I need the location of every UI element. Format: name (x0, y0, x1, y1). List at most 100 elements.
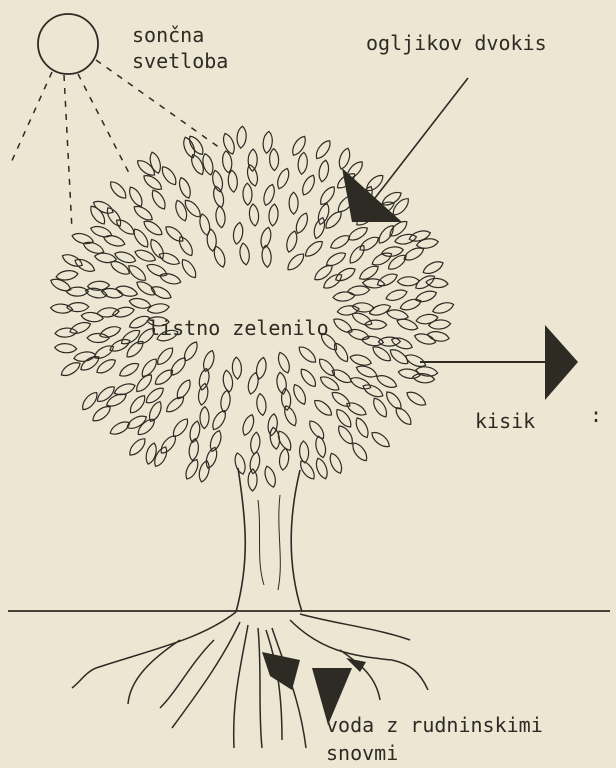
leaf (222, 370, 234, 393)
leaf (158, 433, 179, 456)
sun-rays (10, 60, 220, 230)
leaf (312, 216, 327, 240)
leaf (255, 357, 268, 380)
leaf (54, 343, 77, 353)
leaf (318, 374, 341, 394)
co2-pointer-line (375, 78, 468, 198)
sun-icon (38, 14, 98, 74)
leaf (421, 259, 445, 277)
water-label-line1: voda z rudninskimi (326, 714, 543, 736)
leaf (246, 372, 260, 396)
carbon-dioxide-label: ogljikov dvokis (366, 32, 547, 54)
leaf (243, 183, 253, 205)
oxygen-arrowhead (545, 325, 578, 400)
leaf (278, 448, 290, 471)
leaf (148, 237, 167, 261)
leaf (59, 359, 82, 378)
leaf (133, 247, 157, 264)
leaf (164, 394, 187, 415)
water-label-line2: snovmi (326, 742, 398, 764)
leaf (347, 243, 368, 266)
leaf (275, 167, 292, 191)
leaf (133, 372, 154, 394)
tree-canopy (49, 126, 455, 491)
leaf (143, 385, 166, 406)
leaf (211, 185, 225, 209)
sunlight-label-line1: sončna (132, 24, 204, 46)
leaf (239, 242, 251, 265)
leaf (261, 183, 276, 207)
leaf (204, 446, 219, 470)
leaf (314, 457, 330, 481)
leaf (158, 271, 182, 286)
leaf (159, 164, 179, 187)
oxygen-colon: : (590, 404, 602, 426)
leaf (113, 249, 137, 265)
leaf (297, 458, 317, 481)
leaf (415, 313, 438, 325)
leaf (104, 205, 124, 228)
tree-trunk (236, 468, 302, 612)
leaf (350, 440, 370, 463)
leaf (431, 300, 455, 315)
leaf (313, 138, 333, 161)
leaf (127, 436, 149, 458)
leaf (248, 204, 259, 227)
sunlight-label-line2: svetloba (132, 50, 228, 72)
leaf (197, 460, 211, 484)
leaf (145, 261, 169, 279)
leaf (176, 234, 195, 257)
leaf (388, 346, 411, 366)
leaf (405, 389, 428, 408)
leaf (73, 256, 97, 274)
leaf (61, 252, 85, 270)
leaf (331, 316, 354, 336)
leaf (256, 393, 268, 416)
leaf (337, 147, 352, 171)
leaf (210, 408, 229, 432)
leaf (115, 284, 139, 299)
leaf (221, 132, 237, 156)
leaf (81, 311, 104, 323)
leaf (361, 335, 384, 347)
leaf (312, 397, 335, 418)
leaf (78, 353, 101, 373)
leaf (173, 199, 189, 223)
leaf (158, 250, 182, 267)
leaf (349, 353, 373, 368)
leaf (132, 203, 155, 223)
leaf (188, 420, 202, 443)
leaf (107, 179, 129, 201)
leaf (88, 204, 108, 227)
leaf (393, 405, 414, 428)
leaf (71, 231, 95, 246)
leaf (291, 383, 309, 407)
leaf (168, 355, 189, 378)
leaf (68, 320, 92, 336)
leaf (197, 367, 210, 390)
leaf (220, 390, 232, 413)
leaf (144, 442, 159, 466)
leaf (328, 233, 352, 252)
leaf (269, 148, 279, 170)
leaf (87, 333, 109, 342)
leaf (233, 452, 248, 476)
leaf (215, 205, 226, 228)
leaf (268, 204, 279, 227)
leaf (385, 288, 409, 303)
leaf (345, 400, 369, 418)
leaf (66, 287, 88, 296)
leaf (179, 257, 199, 280)
leaf (299, 441, 309, 464)
leaf (154, 345, 175, 367)
leaf (329, 389, 352, 409)
leaf (289, 192, 298, 214)
leaf (370, 396, 389, 419)
leaf (298, 366, 319, 389)
leaf (232, 357, 242, 380)
leaf (89, 224, 113, 239)
leaf (126, 185, 145, 209)
leaf (375, 373, 399, 391)
leaf (183, 457, 201, 481)
